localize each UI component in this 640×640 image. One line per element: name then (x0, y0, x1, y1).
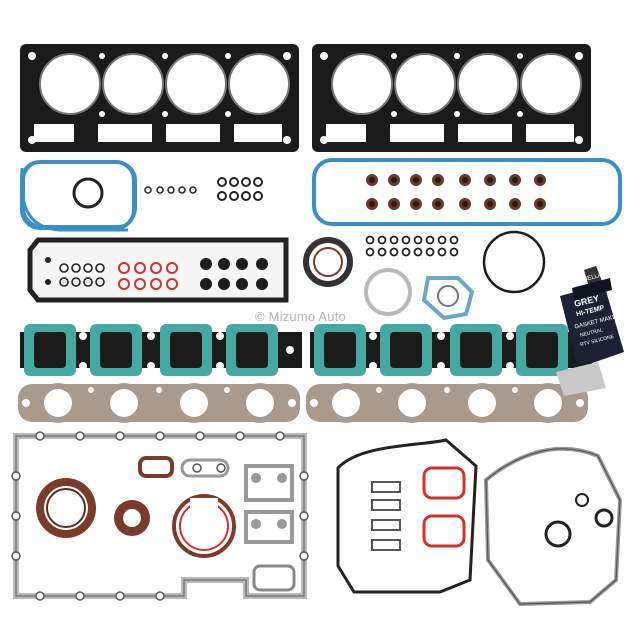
intake-manifold-gasket-left (20, 324, 302, 376)
valve-cover-gasket-right (312, 158, 622, 226)
cylinder-head-gasket-left (19, 43, 300, 153)
rtv-sealant-tube (556, 266, 624, 396)
round-seals-center (303, 230, 546, 321)
exhaust-manifold-gasket-left (18, 383, 300, 423)
valve-cover-seals-left (72, 177, 263, 209)
front-cover-gasket (483, 446, 623, 607)
cylinder-head-gasket-right (311, 43, 592, 153)
oil-pump-gaskets (138, 456, 294, 558)
valve-cover-gasket-left (20, 160, 136, 230)
crankshaft-seals (36, 478, 150, 538)
watermark-text: © Mizumo Auto (255, 309, 346, 324)
valve-stem-seals (366, 174, 546, 210)
timing-cover-gasket (336, 438, 478, 594)
oil-pan-gasket (11, 431, 309, 601)
valley-pan-gasket (27, 237, 289, 303)
intake-manifold-gasket-right (310, 324, 592, 376)
exhaust-manifold-gasket-right (306, 383, 588, 423)
